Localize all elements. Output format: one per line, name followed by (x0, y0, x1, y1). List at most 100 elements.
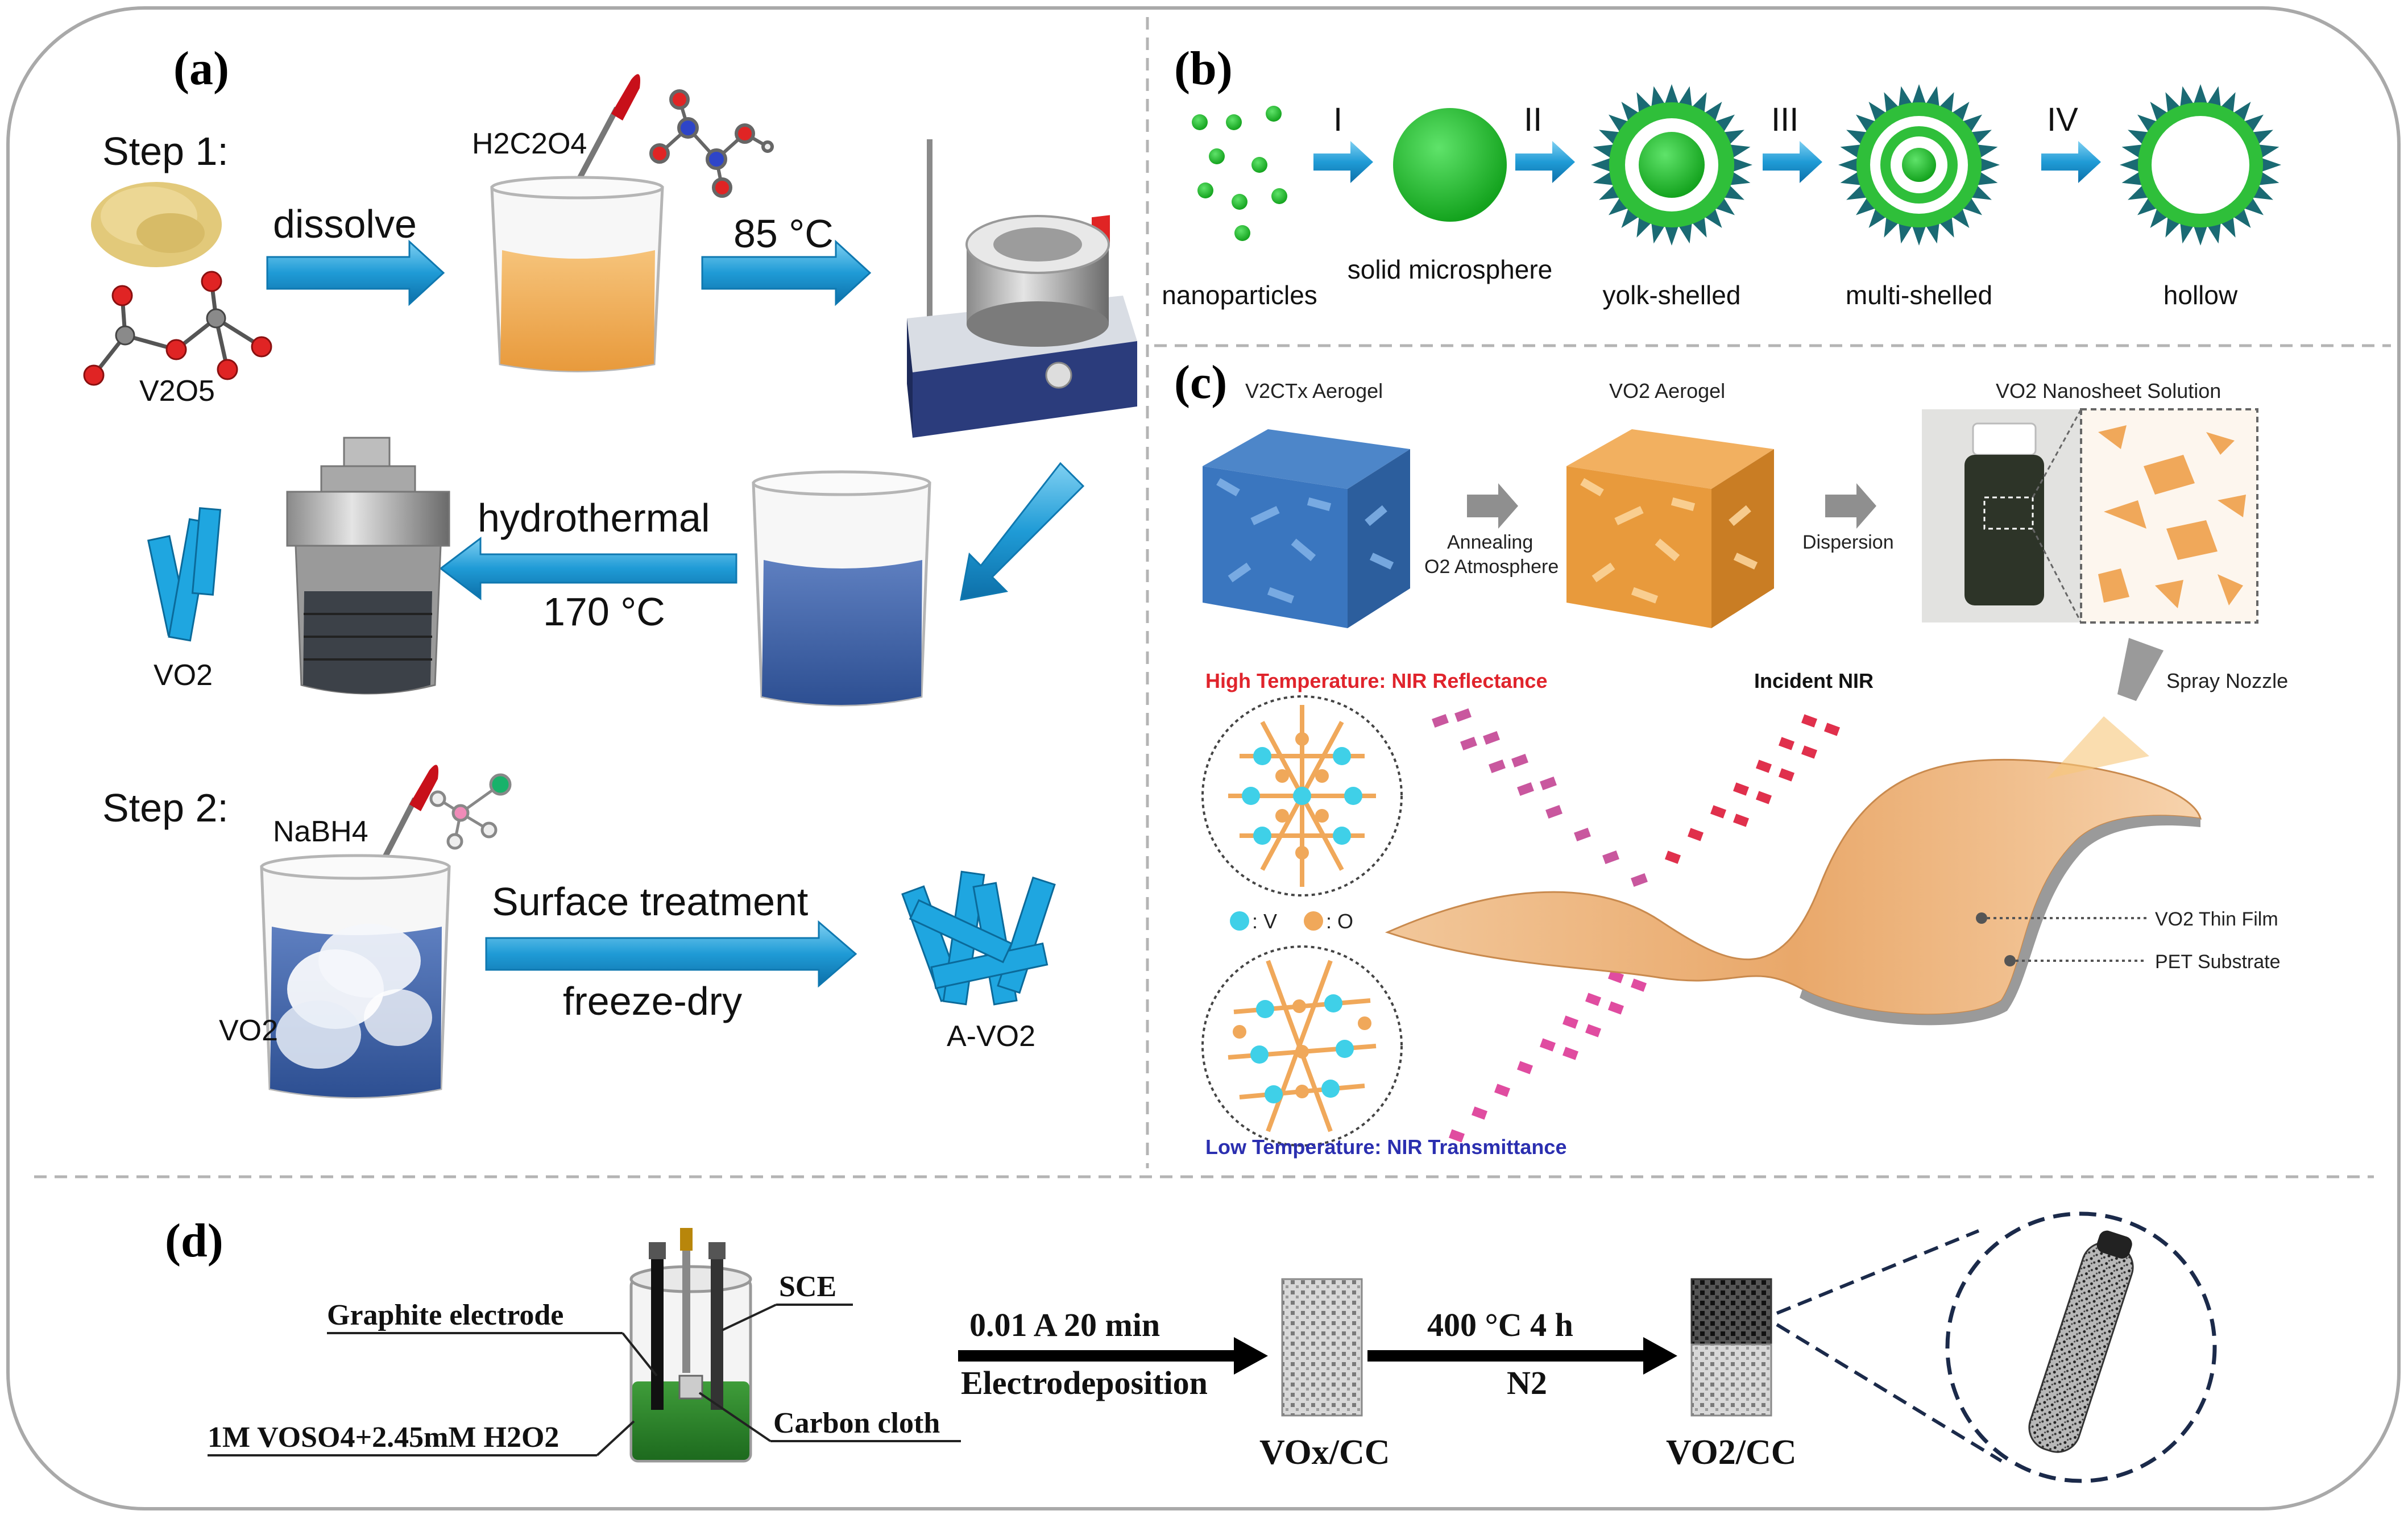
stage-hollow: hollow (2164, 280, 2238, 310)
thin-film-label: VO2 Thin Film (2155, 908, 2278, 930)
dispersion-label: Dispersion (1802, 532, 1894, 553)
o-legend-dot (1304, 911, 1323, 931)
zoom-line-bottom (2032, 528, 2082, 623)
arrow-step-i (1313, 141, 1373, 183)
stage-multi-shelled: multi-shelled (1846, 280, 1992, 310)
autoclave-icon (286, 437, 450, 695)
arrow-hydrothermal (439, 536, 737, 601)
nabh4-molecule-icon (429, 773, 512, 850)
arrow-step-iv (2041, 141, 2101, 183)
nir-reflected-rays (1432, 708, 1648, 887)
electrochemical-cell-icon (629, 1228, 752, 1463)
arrow-85c (701, 239, 872, 306)
temp-85-label: 85 °C (733, 211, 834, 256)
pet-pointer (2004, 955, 2016, 966)
nanosheet-solution-label: VO2 Nanosheet Solution (1996, 379, 2221, 402)
vox-cc-label: VOx/CC (1259, 1433, 1390, 1472)
a-vo2-label: A-VO2 (947, 1020, 1035, 1053)
temp-170-label: 170 °C (543, 590, 665, 634)
oxalic-acid-molecule-icon (649, 89, 774, 198)
nanosheet-vial-photo (1922, 409, 2081, 622)
multi-shelled-icon (1838, 84, 2000, 246)
arrow-electrodeposition (958, 1337, 1268, 1375)
zoom-cone-top (1776, 1229, 1980, 1315)
dissolve-label: dissolve (273, 202, 417, 246)
yolk-shelled-icon (1591, 84, 1752, 246)
o-legend-label: : O (1326, 910, 1353, 933)
pet-substrate (1800, 815, 2200, 1026)
zoom-cone-bottom (1776, 1323, 2003, 1463)
step-iii-label: III (1771, 101, 1798, 138)
stage-yolk-shelled: yolk-shelled (1603, 280, 1741, 310)
high-temp-label: High Temperature: NIR Reflectance (1205, 669, 1547, 692)
stage-solid-microsphere: solid microsphere (1348, 255, 1552, 284)
nanoparticles-icon (1192, 106, 1287, 241)
arrow-dispersion (1825, 483, 1876, 529)
v-legend-label: : V (1252, 910, 1277, 933)
beaker-orange (490, 176, 664, 372)
arrow-step-iii (1763, 141, 1822, 183)
vo2-aerogel-icon (1566, 429, 1774, 628)
arrow-diagonal (960, 462, 1085, 601)
panel-b: (b) I II III IV (1162, 42, 2281, 310)
freeze-dry-label: freeze-dry (563, 979, 742, 1023)
v2o5-label: V2O5 (139, 375, 215, 408)
sce-label: SCE (779, 1271, 836, 1303)
graphite-leader-2 (621, 1332, 658, 1377)
panel-c-label: (c) (1174, 356, 1227, 409)
arrow-annealing-d (1367, 1337, 1677, 1375)
cond1-label: 0.01 A 20 min (969, 1306, 1160, 1343)
solution-leader-2 (596, 1420, 635, 1456)
panel-a-label: (a) (173, 42, 229, 95)
hot-plate-stirrer-icon (907, 139, 1137, 438)
o2-atmosphere-label: O2 Atmosphere (1424, 556, 1559, 578)
arrow-surface (485, 920, 857, 988)
lattice-low-temp-icon (1201, 945, 1403, 1147)
v2ctx-aerogel-label: V2CTx Aerogel (1245, 379, 1383, 402)
vo2-aerogel-label: VO2 Aerogel (1609, 379, 1725, 402)
nanosheet-zoom-inset (2080, 408, 2258, 624)
vo2-label: VO2 (154, 659, 213, 692)
panel-c: (c) V2CTx Aerogel VO2 Aerogel VO2 Nanosh… (1174, 356, 2288, 1159)
step-ii-label: II (1524, 101, 1542, 138)
nabh4-label: NaBH4 (273, 815, 368, 848)
arrow-step-ii (1515, 141, 1575, 183)
surface-treatment-label: Surface treatment (492, 879, 808, 924)
carbon-cloth-label: Carbon cloth (773, 1407, 940, 1439)
graphite-electrode-label: Graphite electrode (327, 1299, 563, 1331)
vo2-rods-icon (147, 507, 222, 642)
electrodeposition-label: Electrodeposition (961, 1364, 1208, 1401)
beaker-blue (752, 470, 931, 707)
pet-substrate-label: PET Substrate (2155, 951, 2281, 973)
n2-label: N2 (1507, 1364, 1547, 1401)
vo2-cc-mesh-icon (1690, 1278, 1772, 1417)
figure-frame (6, 6, 2401, 1510)
panel-a: (a) Step 1: V2O5 dissolv (83, 42, 1137, 1099)
hollow-icon (2120, 84, 2281, 246)
hydrothermal-label: hydrothermal (478, 496, 710, 540)
vox-cc-mesh-icon (1281, 1278, 1363, 1417)
v2o5-molecule-icon (83, 271, 272, 386)
v-legend-dot (1230, 911, 1249, 931)
h2c2o4-label: H2C2O4 (472, 127, 587, 160)
vo2-cc-label: VO2/CC (1666, 1433, 1797, 1472)
nir-incident-rays (1664, 714, 1841, 864)
solution-label: 1M VOSO4+2.45mM H2O2 (208, 1421, 559, 1454)
step-i-label: I (1333, 101, 1342, 138)
carbon-leader-2 (698, 1392, 772, 1442)
panel-d: (d) Graphite electrode SCE Carbon cloth … (165, 1211, 2217, 1483)
step-iv-label: IV (2047, 101, 2078, 138)
panel-b-label: (b) (1174, 42, 1233, 95)
vo2-label-2: VO2 (219, 1014, 278, 1047)
arrow-annealing (1467, 483, 1518, 529)
v2ctx-aerogel-icon (1203, 429, 1410, 628)
zoom-line-top (2032, 409, 2082, 498)
solid-microsphere-icon (1393, 108, 1507, 222)
low-temp-label: Low Temperature: NIR Transmittance (1205, 1135, 1566, 1159)
annealing-label: Annealing (1447, 532, 1533, 553)
step2-label: Step 2: (102, 786, 229, 830)
fiber-icon (2028, 1230, 2134, 1453)
thin-film-pointer (1976, 912, 1987, 924)
stage-nanoparticles: nanoparticles (1162, 280, 1317, 310)
